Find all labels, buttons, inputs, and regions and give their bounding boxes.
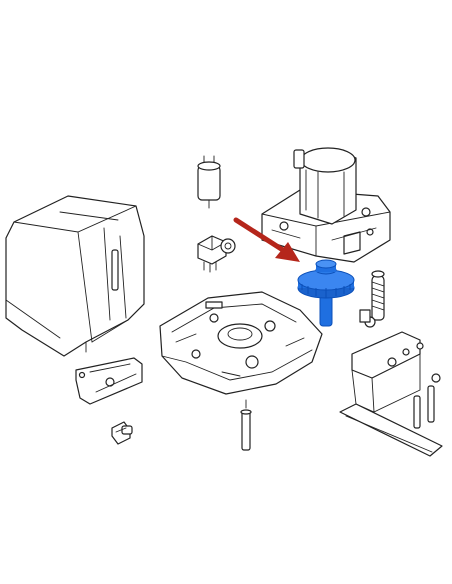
capacitor xyxy=(197,155,221,209)
lock-cylinder xyxy=(111,421,133,445)
base-plate xyxy=(159,291,323,395)
limit-switch xyxy=(197,235,236,273)
gear-icon xyxy=(297,259,355,327)
shaft-pin xyxy=(240,399,252,451)
worm-screw xyxy=(359,270,385,328)
mounting-plate xyxy=(75,357,143,405)
arrow-icon xyxy=(233,217,300,262)
rack-bracket xyxy=(339,331,443,457)
motor-assembly xyxy=(261,147,391,263)
cover-housing xyxy=(5,195,145,357)
